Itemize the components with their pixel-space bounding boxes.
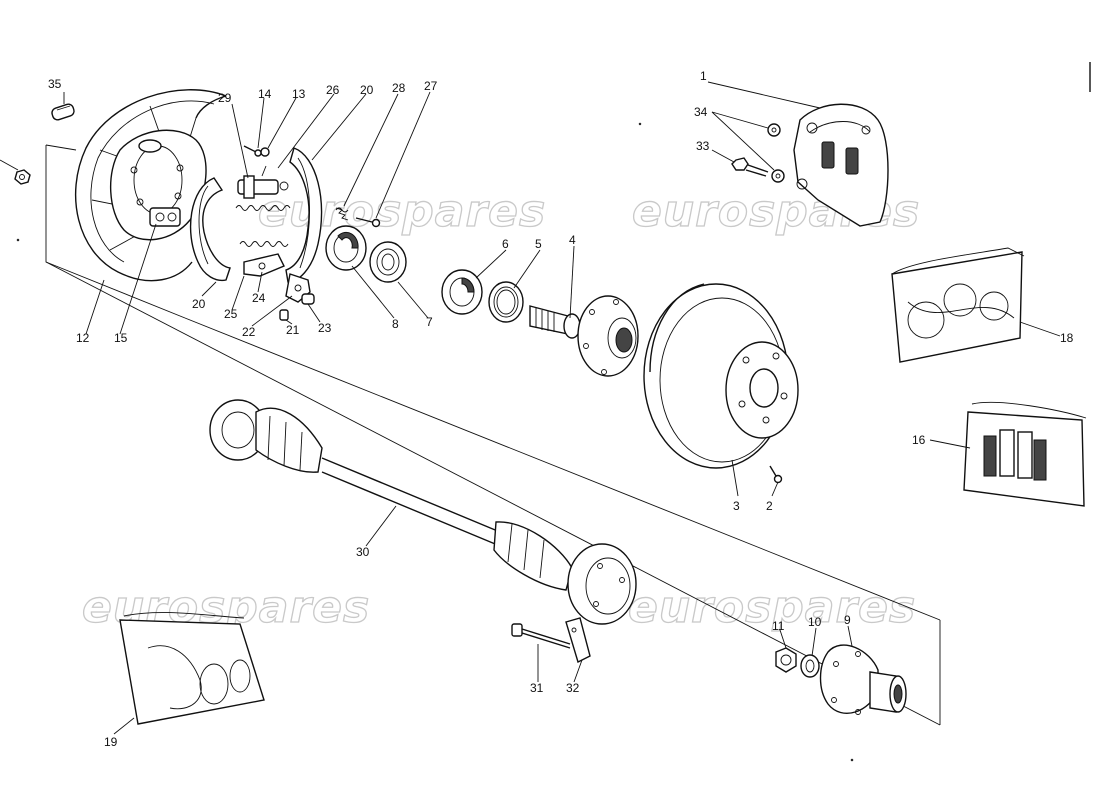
part-5-seal-ring <box>488 281 524 323</box>
part-19-boot-kit <box>119 612 265 725</box>
watermark-text: eurospares <box>258 186 546 237</box>
callout-24: 24 <box>252 291 266 305</box>
callout-30: 30 <box>356 545 370 559</box>
part-4-hub <box>529 295 639 377</box>
callout-12: 12 <box>76 331 90 345</box>
part-27-screw <box>355 217 381 228</box>
part-6-bearing <box>441 269 483 315</box>
callout-23: 23 <box>318 321 332 335</box>
part-9-flange <box>819 644 907 715</box>
part-number-labels: 1 2 3 4 5 6 7 8 9 10 11 12 13 14 15 16 1… <box>48 69 1074 749</box>
callout-18: 18 <box>1060 331 1074 345</box>
callout-8: 8 <box>392 317 399 331</box>
callout-15: 15 <box>114 331 128 345</box>
callout-31: 31 <box>530 681 544 695</box>
part-20-brake-shoe-left <box>189 177 231 282</box>
callout-20-left: 20 <box>192 297 206 311</box>
callout-19: 19 <box>104 735 118 749</box>
callout-13: 13 <box>292 87 306 101</box>
watermark-text: eurospares <box>628 582 916 633</box>
part-31-bolt <box>511 623 571 649</box>
callout-6: 6 <box>502 237 509 251</box>
part-24-adjuster-lever <box>243 253 285 277</box>
callout-11: 11 <box>772 619 785 633</box>
callout-3: 3 <box>733 499 740 513</box>
callout-25: 25 <box>224 307 238 321</box>
part-16-brake-pads <box>963 401 1087 507</box>
nut-left <box>14 169 31 185</box>
part-35-clip <box>51 103 75 121</box>
part-10-washer <box>800 654 820 678</box>
callout-22: 22 <box>242 325 256 339</box>
callout-16: 16 <box>912 433 926 447</box>
part-21-pin <box>279 309 289 321</box>
callout-20-right: 20 <box>360 83 374 97</box>
callout-2: 2 <box>766 499 773 513</box>
part-3-brake-disc <box>643 283 799 469</box>
callout-28: 28 <box>392 81 406 95</box>
part-11-nut <box>775 647 797 673</box>
callout-32: 32 <box>566 681 580 695</box>
part-33-bolt <box>731 157 769 177</box>
part-32-lock-plate <box>565 617 591 663</box>
part-34-washers <box>767 123 785 183</box>
callout-33: 33 <box>696 139 710 153</box>
leader-lines <box>63 81 1061 735</box>
callout-5: 5 <box>535 237 542 251</box>
part-28-spring <box>335 207 349 221</box>
callout-4: 4 <box>569 233 576 247</box>
callout-7: 7 <box>426 315 433 329</box>
part-15-backing-plate <box>110 129 207 241</box>
callout-34: 34 <box>694 105 708 119</box>
part-30-drive-shaft <box>209 399 637 625</box>
part-7-bearing <box>369 241 407 283</box>
stray-dot <box>638 122 642 126</box>
part-18-repair-kit <box>891 247 1025 363</box>
stray-dot <box>850 758 854 762</box>
part-2-screw <box>769 465 783 484</box>
callout-35: 35 <box>48 77 62 91</box>
part-29-wheel-cylinder <box>237 165 289 199</box>
callout-1: 1 <box>700 69 707 83</box>
callout-29: 29 <box>218 91 232 105</box>
assembly-frame <box>0 144 941 726</box>
callout-10: 10 <box>808 615 822 629</box>
part-13-bolt <box>260 147 270 157</box>
part-8-oil-seal <box>325 225 367 271</box>
stray-dot <box>16 238 20 242</box>
part-14-bleed-screw <box>243 145 262 157</box>
part-23-cap <box>301 293 315 305</box>
callout-26: 26 <box>326 83 340 97</box>
callout-9: 9 <box>844 613 851 627</box>
part-1-caliper <box>793 103 889 227</box>
callout-21: 21 <box>286 323 300 337</box>
callout-14: 14 <box>258 87 272 101</box>
callout-27: 27 <box>424 79 438 93</box>
